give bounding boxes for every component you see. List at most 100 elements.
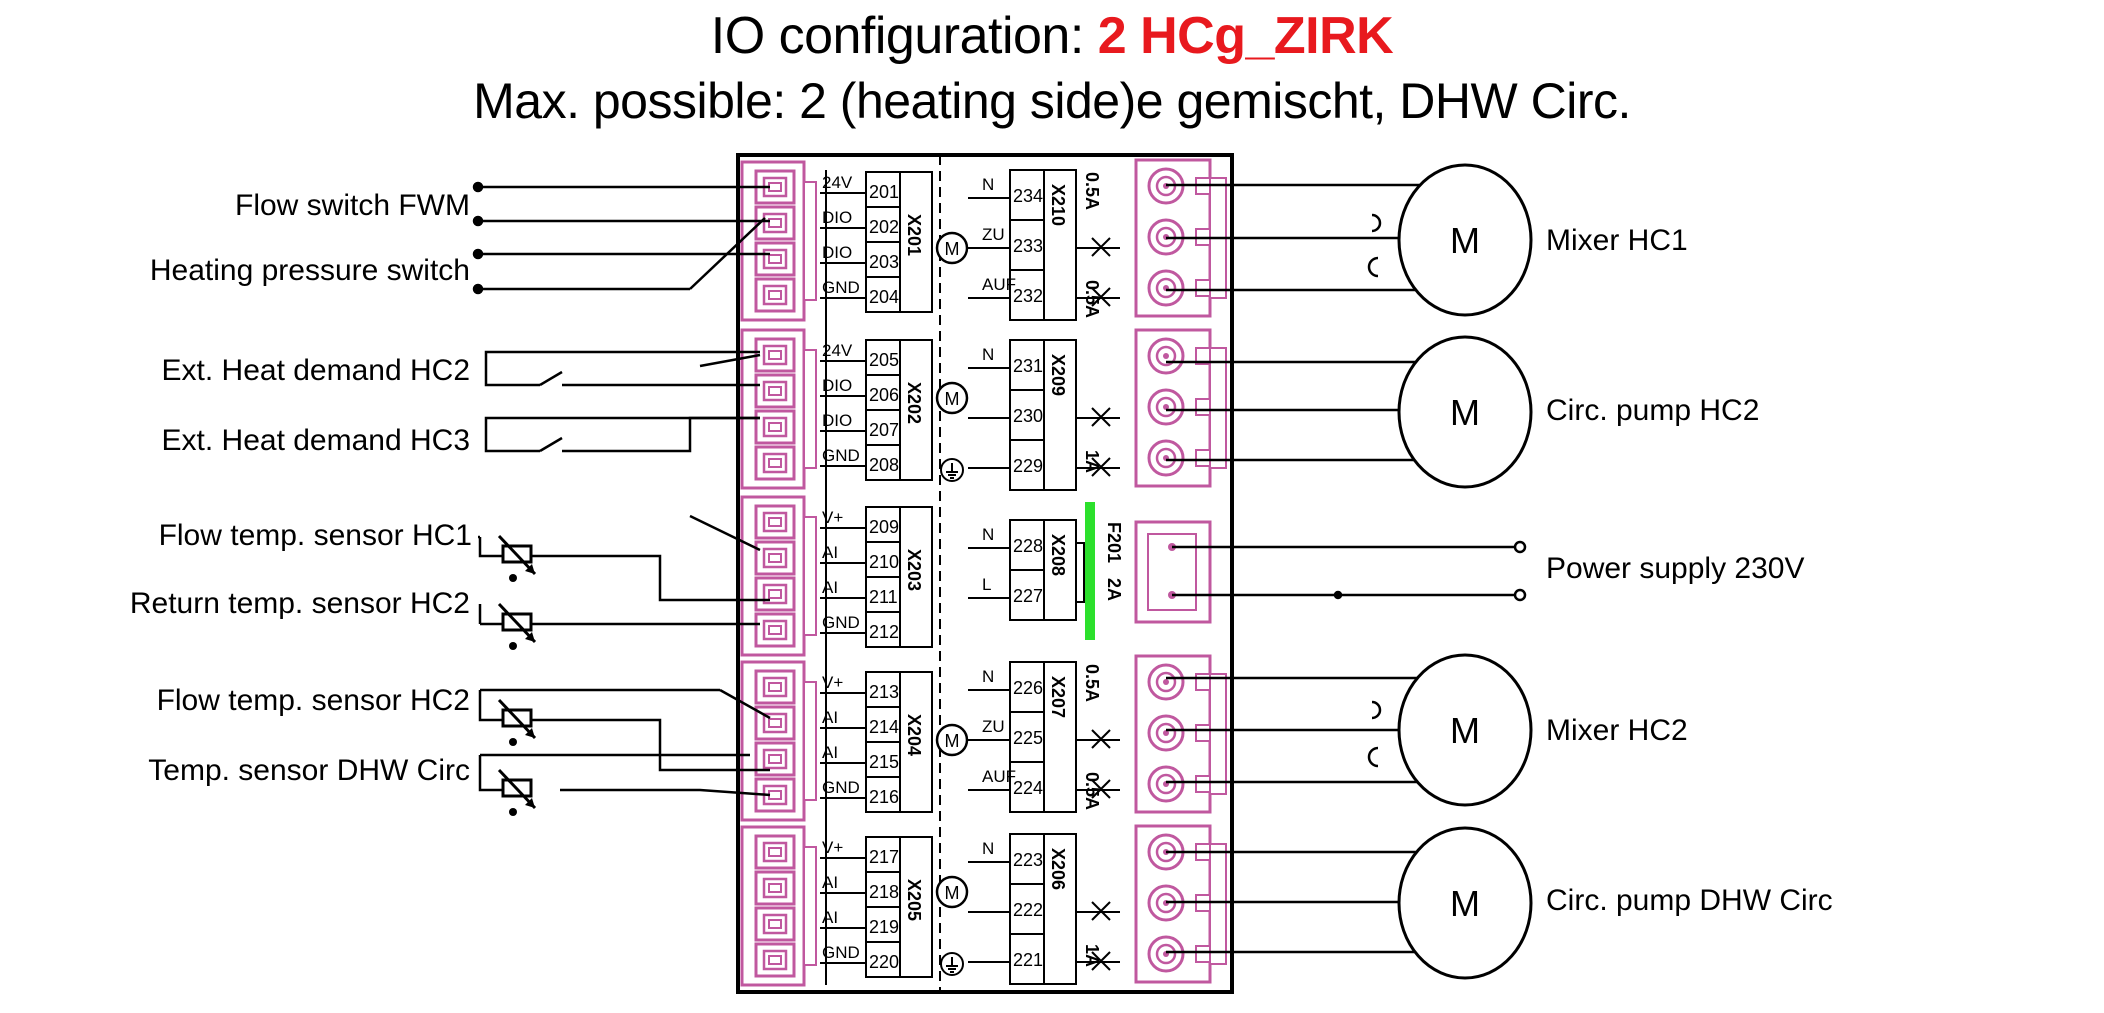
signal-label: GND [822, 278, 860, 297]
label-mixer-hc2: Mixer HC2 [1546, 714, 1688, 747]
signal-label: AUF [982, 275, 1016, 294]
signal-label: GND [822, 943, 860, 962]
fuse-label: F201 [1104, 522, 1124, 563]
terminal-number: 229 [1013, 456, 1043, 476]
label-flow-temp-hc1: Flow temp. sensor HC1 [159, 519, 472, 552]
label-ext-heat-hc3: Ext. Heat demand HC3 [162, 424, 470, 457]
screw-terminal [1147, 439, 1185, 477]
terminal-number: 202 [869, 217, 899, 237]
terminal-number: 204 [869, 287, 899, 307]
terminal-number: 226 [1013, 678, 1043, 698]
signal-label: 24V [822, 173, 853, 192]
screw-terminal [754, 576, 796, 612]
signal-label: V+ [822, 838, 843, 857]
terminal-number: 205 [869, 350, 899, 370]
label-temp-dhw-circ: Temp. sensor DHW Circ [148, 754, 470, 787]
io-config-name: 2 HCg_ZIRK [1097, 7, 1394, 65]
fuse-indicator [1085, 502, 1095, 640]
signal-label: GND [822, 778, 860, 797]
terminal-number: 225 [1013, 728, 1043, 748]
screw-terminal [1147, 388, 1185, 426]
motor-mixer-hc1: M [1397, 163, 1533, 317]
terminal-number: 220 [869, 952, 899, 972]
pink-plug-right [1134, 654, 1227, 814]
connector-name: X209 [1048, 354, 1068, 396]
pink-plug-right [1134, 328, 1227, 488]
signal-label: GND [822, 613, 860, 632]
signal-label: N [982, 345, 994, 364]
screw-terminal [1147, 765, 1185, 803]
mixer-hc1-wiring [1166, 183, 1420, 292]
terminal-number: 209 [869, 517, 899, 537]
terminal-number: 201 [869, 182, 899, 202]
label-flow-temp-hc2: Flow temp. sensor HC2 [157, 684, 470, 717]
signal-label: AUF [982, 767, 1016, 786]
terminal-number: 233 [1013, 236, 1043, 256]
terminal-number: 219 [869, 917, 899, 937]
flow-switch-wiring [472, 181, 770, 295]
signal-label: GND [822, 446, 860, 465]
terminal-number: 212 [869, 622, 899, 642]
terminal-number: 222 [1013, 900, 1043, 920]
screw-terminal [754, 337, 796, 373]
signal-label: N [982, 175, 994, 194]
signal-label: L [982, 575, 991, 594]
screw-terminal [754, 540, 796, 576]
terminal-number: 234 [1013, 186, 1043, 206]
terminal-number: 230 [1013, 406, 1043, 426]
motor-label: M [1450, 392, 1480, 433]
motor-icon [935, 231, 969, 265]
screw-terminal [754, 241, 796, 277]
motor-icon [935, 381, 969, 415]
rating-label: 0.5A [1082, 280, 1102, 318]
terminal-number: 215 [869, 752, 899, 772]
screw-terminal [754, 906, 796, 942]
terminal-number: 218 [869, 882, 899, 902]
signal-label: V+ [822, 508, 843, 527]
screw-terminal [754, 277, 796, 313]
screw-terminal [754, 445, 796, 481]
terminal-number: 213 [869, 682, 899, 702]
rating-label: 0.5A [1082, 772, 1102, 810]
earth-icon [940, 952, 964, 976]
screw-terminal [754, 409, 796, 445]
terminal-number: 206 [869, 385, 899, 405]
terminal-number: 217 [869, 847, 899, 867]
connector-name: X202 [904, 382, 924, 424]
label-heating-pressure-switch: Heating pressure switch [150, 254, 470, 287]
diagram-subtitle: Max. possible: 2 (heating side)e gemisch… [473, 73, 1631, 129]
signal-label: AI [822, 908, 838, 927]
signal-label: AI [822, 743, 838, 762]
earth-icon [940, 458, 964, 482]
motor-circ-pump-dhw: M [1397, 826, 1533, 980]
terminal-number: 224 [1013, 778, 1043, 798]
circ-pump-hc2-wiring [1166, 360, 1420, 462]
motor-label: M [1450, 883, 1480, 924]
screw-terminal [754, 705, 796, 741]
connector-name: X208 [1048, 534, 1068, 576]
signal-label: DIO [822, 243, 852, 262]
label-ext-heat-hc2: Ext. Heat demand HC2 [162, 354, 470, 387]
signal-label: AI [822, 873, 838, 892]
pink-plug-left [740, 160, 817, 322]
signal-label: AI [822, 543, 838, 562]
terminal-number: 214 [869, 717, 899, 737]
terminal-number: 231 [1013, 356, 1043, 376]
signal-label: 24V [822, 341, 853, 360]
rating-label: 0.5A [1082, 172, 1102, 210]
screw-terminal [754, 504, 796, 540]
label-mixer-hc1: Mixer HC1 [1546, 224, 1688, 257]
screw-terminal [754, 834, 796, 870]
motor-label: M [1450, 220, 1480, 261]
pink-plug-left [740, 825, 817, 987]
label-circ-pump-hc2: Circ. pump HC2 [1546, 394, 1759, 427]
screw-terminal [754, 373, 796, 409]
signal-label: N [982, 667, 994, 686]
fuse-bracket [1075, 542, 1085, 603]
